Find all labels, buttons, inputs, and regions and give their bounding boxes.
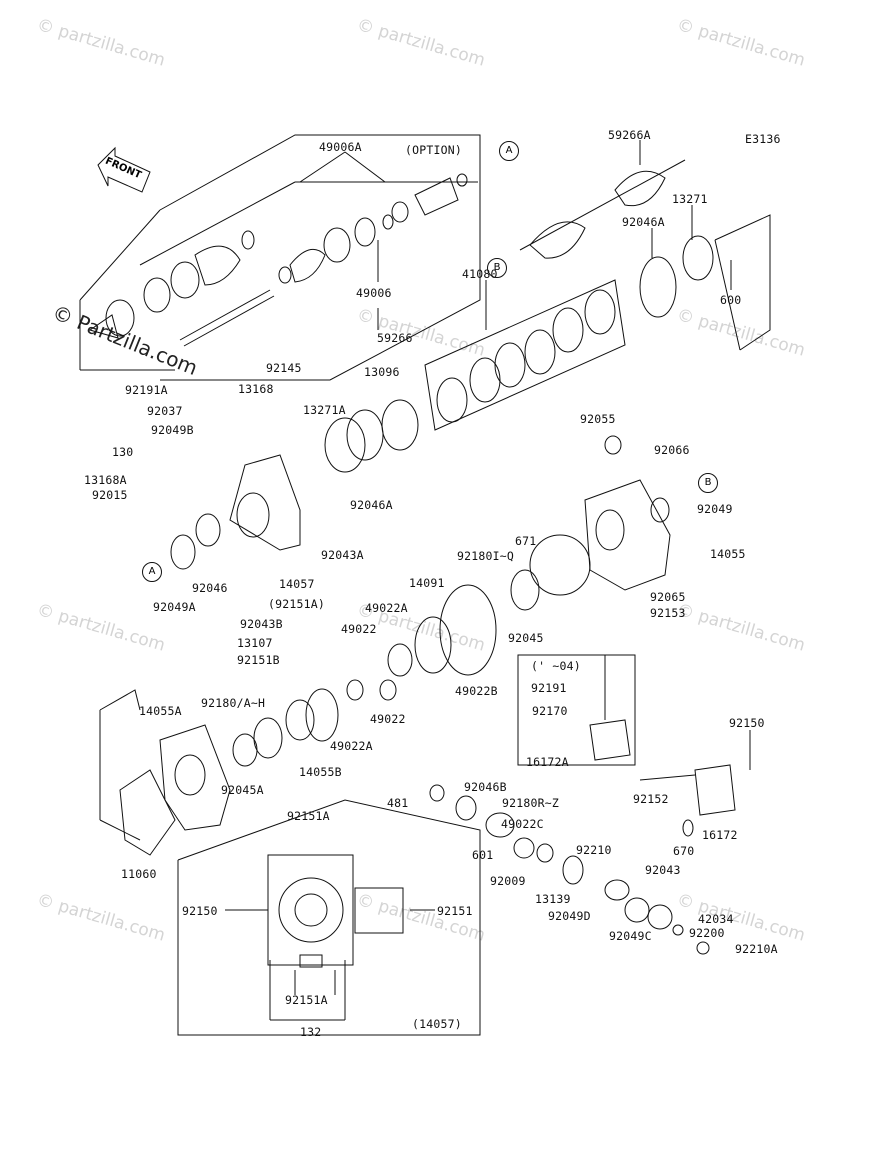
part-92049B[interactable]: 92049B bbox=[151, 423, 194, 437]
part-92043[interactable]: 92043 bbox=[645, 863, 681, 877]
left-cv-joint bbox=[88, 230, 275, 347]
part-92066[interactable]: 92066 bbox=[654, 443, 690, 457]
part-14055[interactable]: 14055 bbox=[710, 547, 746, 561]
part-92170[interactable]: 92170 bbox=[532, 704, 568, 718]
part-92150-box[interactable]: 92150 bbox=[182, 904, 218, 918]
part-92049D[interactable]: 92049D bbox=[548, 909, 591, 923]
part-132[interactable]: 132 bbox=[300, 1025, 322, 1039]
clutch-plates bbox=[436, 289, 616, 423]
part-92043B[interactable]: 92043B bbox=[240, 617, 283, 631]
part-49022A-top[interactable]: 49022A bbox=[365, 601, 408, 615]
part-13096[interactable]: 13096 bbox=[364, 365, 400, 379]
part-16172[interactable]: 16172 bbox=[702, 828, 738, 842]
part-14057-paren: (14057) bbox=[412, 1017, 462, 1031]
part-13168A[interactable]: 13168A bbox=[84, 473, 127, 487]
part-92055[interactable]: 92055 bbox=[580, 412, 616, 426]
part-49022C[interactable]: 49022C bbox=[501, 817, 544, 831]
part-04-range: (' ~04) bbox=[531, 659, 581, 673]
part-92191A[interactable]: 92191A bbox=[125, 383, 168, 397]
part-601[interactable]: 601 bbox=[472, 848, 494, 862]
part-92045A[interactable]: 92045A bbox=[221, 783, 264, 797]
part-92180A-H[interactable]: 92180/A~H bbox=[201, 696, 266, 710]
part-92046[interactable]: 92046 bbox=[192, 581, 228, 595]
part-92049C[interactable]: 92049C bbox=[609, 929, 652, 943]
ref-b-marker: B bbox=[487, 258, 507, 278]
part-92191[interactable]: 92191 bbox=[531, 681, 567, 695]
part-92046B[interactable]: 92046B bbox=[464, 780, 507, 794]
part-49022B[interactable]: 49022B bbox=[455, 684, 498, 698]
part-14091[interactable]: 14091 bbox=[409, 576, 445, 590]
part-13271A[interactable]: 13271A bbox=[303, 403, 346, 417]
part-14055B[interactable]: 14055B bbox=[299, 765, 342, 779]
part-92037[interactable]: 92037 bbox=[147, 404, 183, 418]
part-92065[interactable]: 92065 bbox=[650, 590, 686, 604]
part-92145[interactable]: 92145 bbox=[266, 361, 302, 375]
part-49022A-bot[interactable]: 49022A bbox=[330, 739, 373, 753]
part-92151B[interactable]: 92151B bbox=[237, 653, 280, 667]
part-14055A[interactable]: 14055A bbox=[139, 704, 182, 718]
part-671[interactable]: 671 bbox=[515, 534, 537, 548]
part-670[interactable]: 670 bbox=[673, 844, 695, 858]
part-92015[interactable]: 92015 bbox=[92, 488, 128, 502]
part-13271[interactable]: 13271 bbox=[672, 192, 708, 206]
housing-14055 bbox=[529, 435, 671, 596]
diagram-code: E3136 bbox=[745, 132, 781, 146]
part-49006[interactable]: 49006 bbox=[356, 286, 392, 300]
part-92210A[interactable]: 92210A bbox=[735, 942, 778, 956]
part-59266A[interactable]: 59266A bbox=[608, 128, 651, 142]
part-13139[interactable]: 13139 bbox=[535, 892, 571, 906]
part-92180R-Z[interactable]: 92180R~Z bbox=[502, 796, 559, 810]
ring-gear bbox=[232, 569, 540, 767]
part-92046A-top[interactable]: 92046A bbox=[622, 215, 665, 229]
part-481[interactable]: 481 bbox=[387, 796, 409, 810]
housing-132 bbox=[267, 854, 404, 968]
part-92180I-Q[interactable]: 92180I~Q bbox=[457, 549, 514, 563]
part-13107[interactable]: 13107 bbox=[237, 636, 273, 650]
part-49022-top[interactable]: 49022 bbox=[341, 622, 377, 636]
part-13168[interactable]: 13168 bbox=[238, 382, 274, 396]
part-92151A-box2[interactable]: 92151A bbox=[285, 993, 328, 1007]
part-92151A-box[interactable]: 92151A bbox=[287, 809, 330, 823]
part-59266[interactable]: 59266 bbox=[377, 331, 413, 345]
part-92046A-mid[interactable]: 92046A bbox=[350, 498, 393, 512]
part-92049[interactable]: 92049 bbox=[697, 502, 733, 516]
housing-14057 bbox=[170, 399, 419, 570]
axle-59266A bbox=[519, 159, 686, 259]
part-92210[interactable]: 92210 bbox=[576, 843, 612, 857]
part-92200[interactable]: 92200 bbox=[689, 926, 725, 940]
ref-b-marker: B bbox=[698, 473, 718, 493]
part-92151A-paren[interactable]: (92151A) bbox=[268, 597, 325, 611]
ref-a-marker: A bbox=[499, 141, 519, 161]
part-92151-box[interactable]: 92151 bbox=[437, 904, 473, 918]
part-14057[interactable]: 14057 bbox=[279, 577, 315, 591]
part-92049A[interactable]: 92049A bbox=[153, 600, 196, 614]
part-130[interactable]: 130 bbox=[112, 445, 134, 459]
part-600[interactable]: 600 bbox=[720, 293, 742, 307]
part-92152[interactable]: 92152 bbox=[633, 792, 669, 806]
part-11060[interactable]: 11060 bbox=[121, 867, 157, 881]
ref-a-marker: A bbox=[142, 562, 162, 582]
part-92009[interactable]: 92009 bbox=[490, 874, 526, 888]
part-49022-bot[interactable]: 49022 bbox=[370, 712, 406, 726]
part-16172A[interactable]: 16172A bbox=[526, 755, 569, 769]
right-cv-joint bbox=[278, 173, 468, 284]
part-92153[interactable]: 92153 bbox=[650, 606, 686, 620]
pinion-parts bbox=[429, 784, 710, 955]
part-92045[interactable]: 92045 bbox=[508, 631, 544, 645]
part-41080[interactable]: 41080 bbox=[462, 267, 498, 281]
part-92043A[interactable]: 92043A bbox=[321, 548, 364, 562]
part-49006A[interactable]: 49006A bbox=[319, 140, 362, 154]
part-42034[interactable]: 42034 bbox=[698, 912, 734, 926]
part-92150-right[interactable]: 92150 bbox=[729, 716, 765, 730]
option-label: (OPTION) bbox=[405, 143, 462, 157]
